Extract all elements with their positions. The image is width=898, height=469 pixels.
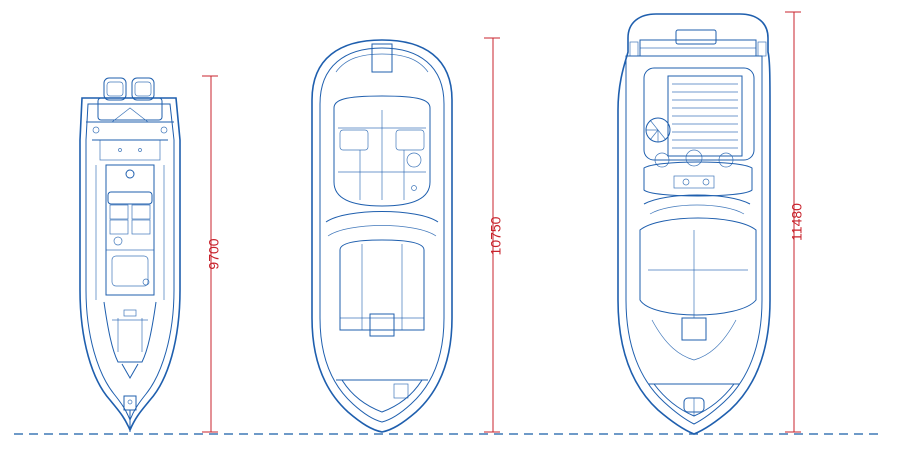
boat-2-dimension: 10750 xyxy=(484,37,504,433)
boat-2-drawing xyxy=(311,39,453,433)
boat-3-dimension: 11480 xyxy=(785,11,805,433)
boat-2-length-label: 10750 xyxy=(488,216,504,255)
boat-3-length-label: 11480 xyxy=(789,203,805,241)
boat-1-drawing xyxy=(79,77,181,433)
boat-3-drawing xyxy=(617,13,771,435)
boat-1-dimension: 9700 xyxy=(202,75,222,433)
boat-1-hull xyxy=(79,97,181,433)
boat-2-hull xyxy=(311,39,453,433)
boat-3-hull xyxy=(617,13,771,435)
boat-1-length-label: 9700 xyxy=(206,238,222,269)
